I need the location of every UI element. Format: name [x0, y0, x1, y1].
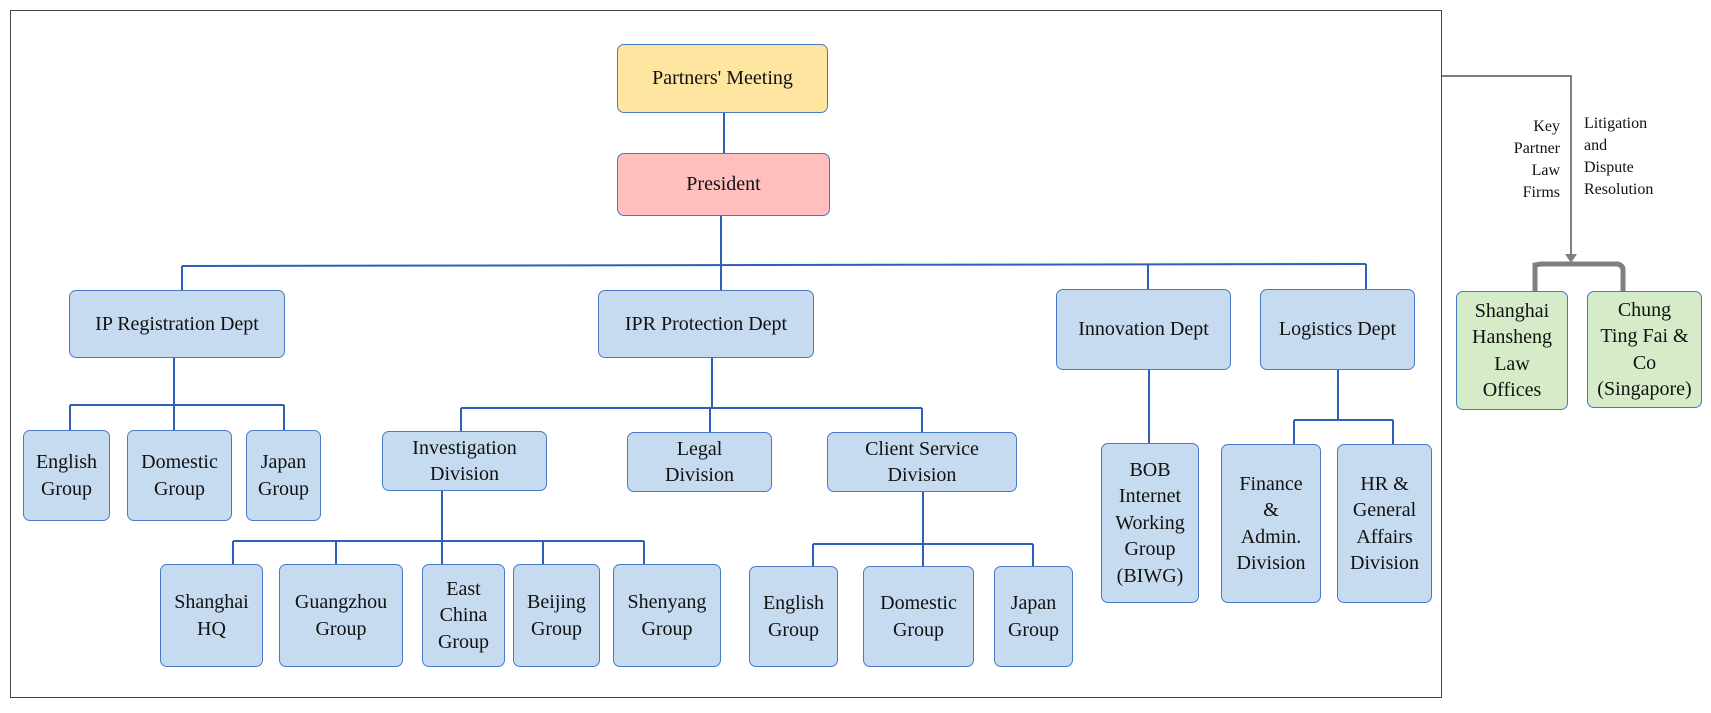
east-china-group-node: East China Group — [422, 564, 505, 667]
ip-registration-dept-node: IP Registration Dept — [69, 290, 285, 358]
logistics-dept-node: Logistics Dept — [1260, 289, 1415, 370]
beijing-group-node: Beijing Group — [513, 564, 600, 667]
innovation-dept-node: Innovation Dept — [1056, 289, 1231, 370]
client-service-division-node: Client Service Division — [827, 432, 1017, 492]
shanghai-hq-node: Shanghai HQ — [160, 564, 263, 667]
finance-admin-division-node: Finance & Admin. Division — [1221, 444, 1321, 603]
chung-ting-fai-node: Chung Ting Fai & Co (Singapore) — [1587, 291, 1702, 408]
president-node: President — [617, 153, 830, 216]
biwg-node: BOB Internet Working Group (BIWG) — [1101, 443, 1199, 603]
ipreg-domestic-group-node: Domestic Group — [127, 430, 232, 521]
hr-general-affairs-division-node: HR & General Affairs Division — [1337, 444, 1432, 603]
partners-meeting-node: Partners' Meeting — [617, 44, 828, 113]
shanghai-hansheng-law-offices-node: Shanghai Hansheng Law Offices — [1456, 291, 1568, 410]
guangzhou-group-node: Guangzhou Group — [279, 564, 403, 667]
ipreg-english-group-node: English Group — [23, 430, 110, 521]
ipreg-japan-group-node: Japan Group — [246, 430, 321, 521]
legal-division-node: Legal Division — [627, 432, 772, 492]
org-chart-frame — [10, 10, 1442, 698]
key-partner-law-firms-label: Key Partner Law Firms — [1513, 118, 1560, 201]
cs-japan-group-node: Japan Group — [994, 566, 1073, 667]
cs-english-group-node: English Group — [749, 566, 838, 667]
investigation-division-node: Investigation Division — [382, 431, 547, 491]
cs-domestic-group-node: Domestic Group — [863, 566, 974, 667]
shenyang-group-node: Shenyang Group — [613, 564, 721, 667]
ipr-protection-dept-node: IPR Protection Dept — [598, 290, 814, 358]
litigation-dispute-resolution-label: Litigation and Dispute Resolution — [1584, 115, 1654, 198]
